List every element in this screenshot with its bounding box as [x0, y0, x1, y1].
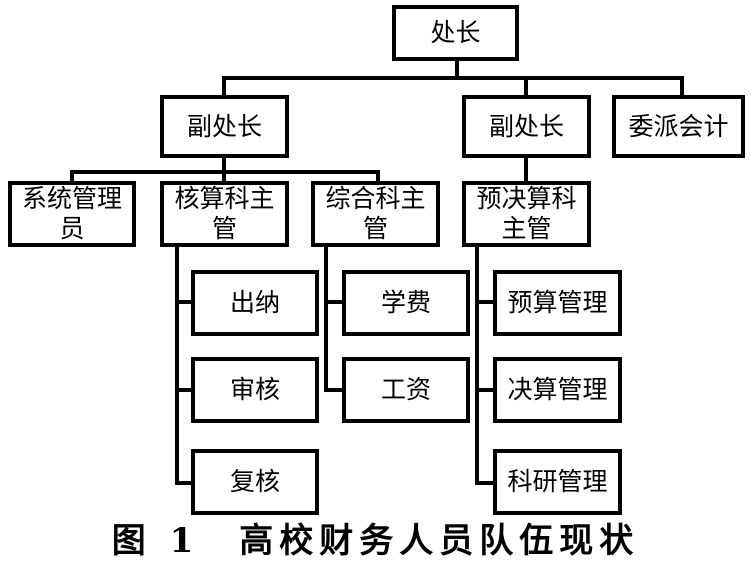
- connector-line: [324, 245, 328, 392]
- node-accounting-head-label: 核算科主管: [174, 184, 275, 243]
- node-deputy-right: 副处长: [462, 95, 591, 158]
- connector-line: [475, 481, 495, 485]
- connector-line: [324, 388, 344, 392]
- connector-line: [175, 245, 179, 485]
- node-research-management: 科研管理: [493, 449, 622, 515]
- connector-line: [222, 76, 682, 80]
- connector-line: [475, 245, 479, 485]
- node-final-accounts-management-label: 决算管理: [507, 375, 608, 404]
- node-final-accounts-management: 决算管理: [493, 357, 622, 423]
- node-budget-head-label: 预决算科主管: [476, 184, 577, 243]
- node-deputy-left-label: 副处长: [186, 111, 262, 141]
- connector-line: [222, 156, 226, 172]
- node-research-management-label: 科研管理: [507, 467, 608, 496]
- connector-line: [475, 388, 495, 392]
- node-salary-label: 工资: [380, 375, 431, 404]
- node-recheck: 复核: [191, 449, 319, 515]
- node-budget-management: 预算管理: [493, 270, 622, 336]
- node-cashier: 出纳: [191, 270, 319, 336]
- node-deputy-left: 副处长: [160, 95, 289, 158]
- node-director: 处长: [392, 5, 519, 61]
- node-accountant-label: 委派会计: [628, 111, 729, 141]
- node-tuition-label: 学费: [380, 288, 431, 317]
- connector-line: [175, 300, 193, 304]
- node-recheck-label: 复核: [229, 467, 280, 496]
- node-budget-management-label: 预算管理: [507, 288, 608, 317]
- connector-line: [524, 156, 528, 182]
- node-budget-head: 预决算科主管: [462, 181, 591, 247]
- figure-caption: 图 1 高校财务人员队伍现状: [111, 521, 640, 561]
- node-director-label: 处长: [430, 18, 481, 47]
- connector-line: [175, 388, 193, 392]
- connector-line: [222, 76, 226, 96]
- node-salary: 工资: [342, 357, 470, 423]
- connector-line: [524, 76, 528, 96]
- node-general-head-label: 综合科主管: [325, 184, 426, 243]
- connector-line: [376, 170, 380, 182]
- connector-line: [475, 300, 495, 304]
- node-tuition: 学费: [342, 270, 470, 336]
- connector-line: [222, 170, 226, 182]
- node-accountant: 委派会计: [612, 95, 745, 158]
- connector-line: [175, 481, 193, 485]
- connector-line: [70, 170, 74, 182]
- node-general-head: 综合科主管: [311, 181, 440, 247]
- node-system-admin: 系统管理员: [8, 181, 136, 247]
- connector-line: [324, 300, 344, 304]
- node-audit-label: 审核: [229, 375, 280, 404]
- node-accounting-head: 核算科主管: [160, 181, 289, 247]
- connector-line: [680, 76, 684, 96]
- node-system-admin-label: 系统管理员: [21, 184, 122, 243]
- connector-line: [455, 58, 459, 78]
- node-cashier-label: 出纳: [229, 288, 280, 317]
- node-deputy-right-label: 副处长: [488, 111, 564, 141]
- node-audit: 审核: [191, 357, 319, 423]
